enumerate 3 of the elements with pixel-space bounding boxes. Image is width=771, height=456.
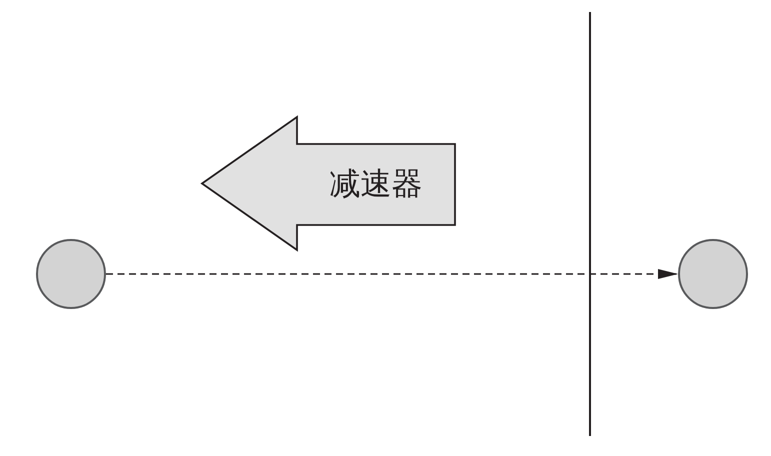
dashed-arrow xyxy=(106,269,678,279)
block-arrow xyxy=(202,117,455,250)
arrow-label: 减速器 xyxy=(330,167,422,202)
